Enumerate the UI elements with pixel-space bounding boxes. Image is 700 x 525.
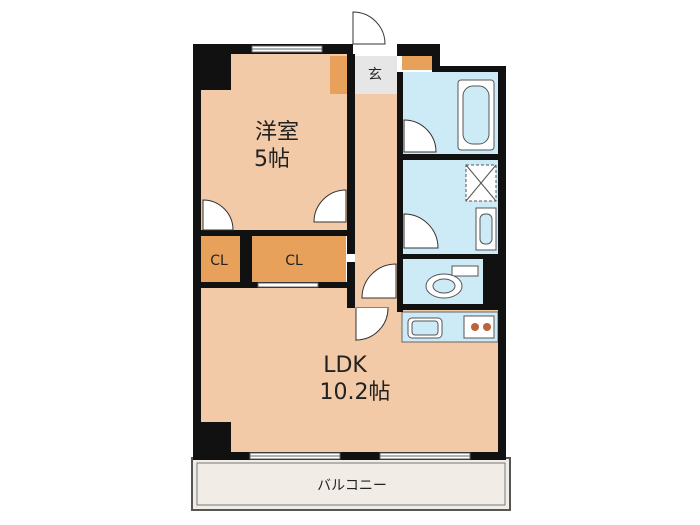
entrance-floor [353,56,397,94]
western-room-size: 5帖 [254,147,290,172]
washbasin [475,207,497,251]
ldk-size: 10.2帖 [320,380,391,405]
toilet [425,265,479,299]
entrance-label: 玄 [368,66,382,83]
closet-left [198,236,240,282]
kitchen-stove [463,315,495,339]
balcony [191,457,511,511]
closet-right [252,236,346,282]
kitchen-sink [407,317,443,339]
bathtub [457,79,495,151]
doors [202,11,439,342]
ldk-name: LDK [323,353,367,378]
closet-right-label: CL [285,253,303,269]
western-room-name: 洋室 [255,120,299,145]
washing-machine-space [465,164,497,202]
windows [249,45,471,460]
balcony-label: バルコニー [317,478,387,494]
closet-left-label: CL [210,253,228,269]
